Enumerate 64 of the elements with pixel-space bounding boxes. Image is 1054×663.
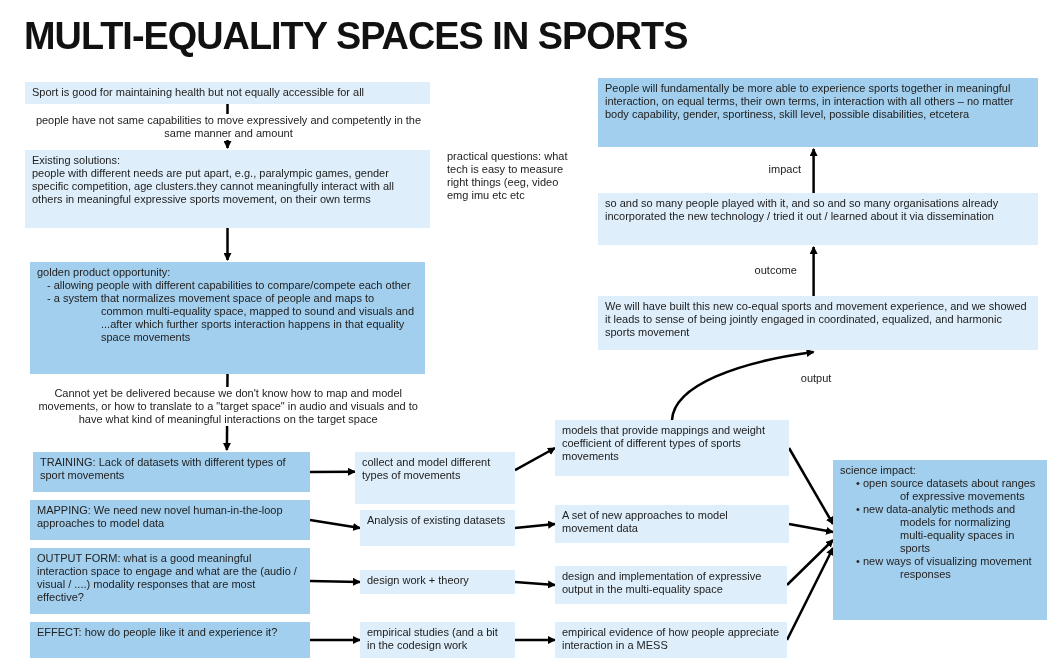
arrow [223,228,232,261]
process-box [555,566,787,604]
edge-label: output [799,372,833,385]
process-box [598,296,1038,350]
box-text: EFFECT: how do people like it and experience it? [37,626,279,639]
box-text: Analysis of existing datasets [367,514,507,527]
bullet-item: - a system that normalizes movement space of people and maps to common multi-equality space, mapped to sound and visuals and ...after which further sports interaction happens in that equality space movements [46,292,416,344]
arrow [515,636,556,644]
box-heading: science impact: [840,464,917,477]
arrow [310,467,356,476]
arrow [514,446,556,472]
box-text: collect and model different types of movements [362,456,492,482]
arrow [309,518,361,531]
note-text: practical questions: what tech is easy to measure right things (eeg, video emg imu etc etc [447,150,569,202]
box-text: design work + theory [367,574,470,587]
bullet-item: • open source datasets about ranges of expressive movements [855,477,1037,503]
box-text: A set of new approaches to model movement data [562,509,729,535]
box-heading: golden product opportunity: [37,266,172,279]
bullet-item: • new data-analytic methods and models for normalizing multi-equality spaces in sports [855,503,1017,555]
arrow [788,522,834,535]
highlight-box [33,452,310,492]
process-box [25,150,430,228]
box-text: empirical evidence of how people appreciate interaction in a MESS [562,626,780,652]
diagram-title: MULTI-EQUALITY SPACES IN SPORTS [24,14,688,58]
box-text: empirical studies (and a bit in the codesign work [367,626,499,652]
box-text: We will have built this new co-equal sports and movement experience, and we showed it leads to sense of being jointly engaged in coordinated, equalized, and harmonic sports movement [605,300,1028,339]
arrow [309,577,361,586]
box-text: TRAINING: Lack of datasets with different types of sport movements [40,456,287,482]
bullet-item: • new ways of visualizing movement responses [855,555,1033,581]
box-text: design and implementation of expressive output in the multi-equality space [562,570,763,596]
highlight-box [30,500,310,540]
edge-label: impact [767,163,802,176]
process-box [555,420,789,476]
highlight-box [598,78,1038,147]
arrow [786,539,834,586]
arrow [809,246,818,296]
highlight-box [30,548,310,614]
process-box [360,510,515,546]
box-text: OUTPUT FORM: what is a good meaningful interaction space to engage and what are the (audio / visual / ....) modality responses that are most effective? [37,552,298,604]
bullet-item: - allowing people with different capabilities to compare/compete each other [46,279,412,292]
highlight-box [30,622,310,658]
box-text: people with different needs are put apart, e.g., paralympic games, gender specific competition, age clusters.they cannot meaningfully interact with all others in meaningful expressive sports movement, on their own terms [32,167,395,206]
highlight-box [833,460,1047,620]
process-box [555,505,789,543]
arrow [809,148,818,193]
highlight-box [30,262,425,374]
box-heading: Existing solutions: [32,154,122,167]
box-text: MAPPING: We need new novel human-in-the-loop approaches to model data [37,504,284,530]
edge-label: outcome [753,263,798,277]
process-box [598,193,1038,245]
arrow [310,636,361,644]
box-text: Sport is good for maintaining health but not equally accessible for all [32,86,366,99]
box-text: models that provide mappings and weight coefficient of different types of sports movements [562,424,766,463]
edge-label: Cannot yet be delivered because we don't know how to map and model movements, or how to translate to a "target space" in audio and visuals and to have what kind of meaningful interactions on the target space [37,387,420,426]
arrow [670,349,815,421]
process-box [355,452,515,504]
arrow [514,520,556,530]
process-box [25,82,430,104]
process-box [360,622,515,658]
box-text: so and so many people played with it, and so and so many organisations already incorporated the new technology / tried it out / learned about it via dissemination [605,197,1000,223]
arrow [514,580,556,589]
box-text: People will fundamentally be more able to experience sports together in meaningful interaction, on equal terms, their own terms, in interaction with all others – no matter body capability, gender, sportiness, skill level, possible disabilities, etcetera [605,82,1015,121]
process-box [360,570,515,594]
process-box [555,622,787,658]
